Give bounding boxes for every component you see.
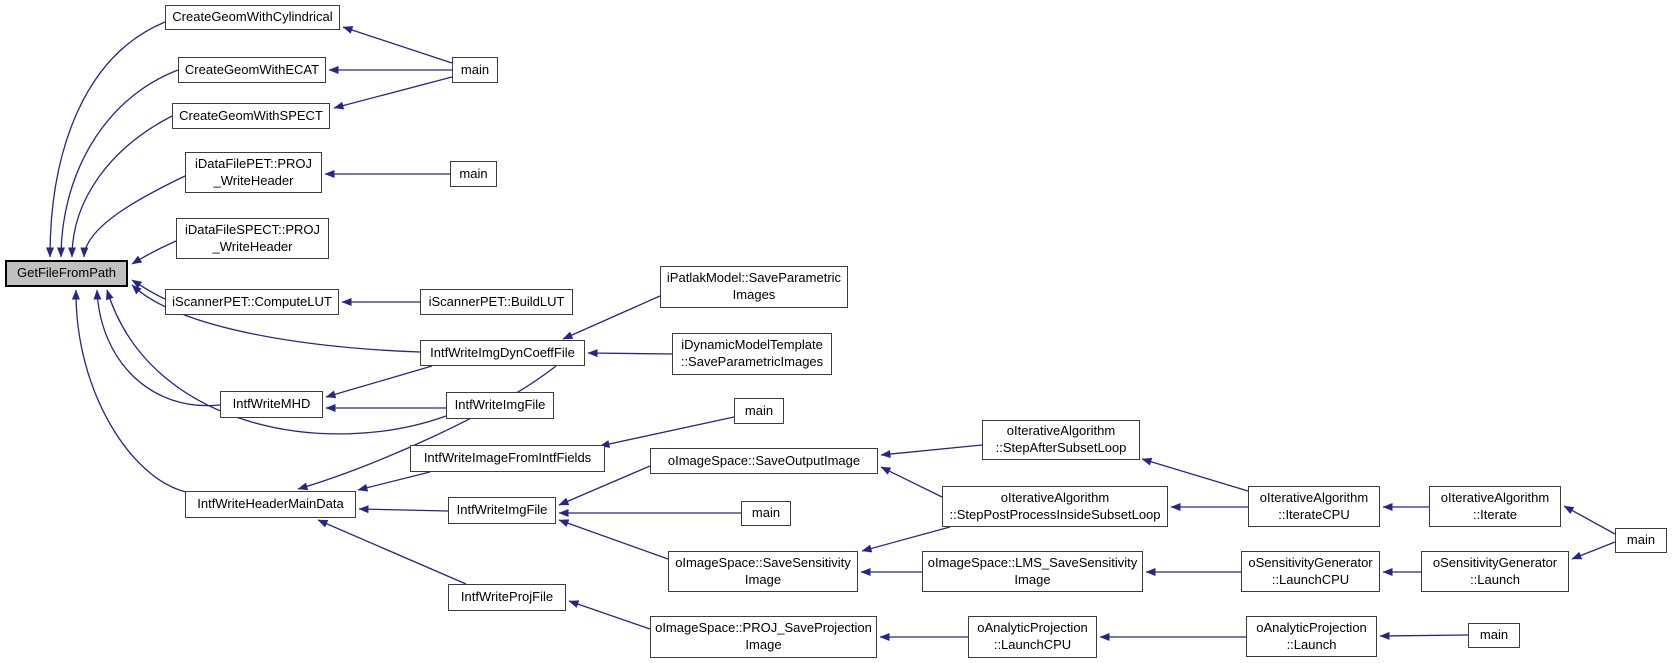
edge-dyncoeff-to-mhd — [325, 365, 433, 399]
edge-steppost-to-savesens — [861, 526, 951, 553]
edge-main5-to-senslaunch — [1571, 541, 1616, 560]
edge-imgfileU-to-gfp — [105, 289, 447, 435]
graph-node-senslaunch[interactable]: oSensitivityGenerator ::Launch — [1421, 551, 1569, 592]
graph-node-aplaunchcpu[interactable]: oAnalyticProjection ::LaunchCPU — [968, 616, 1097, 658]
edge-main5-to-iterate — [1563, 505, 1616, 535]
graph-node-projsave[interactable]: oImageSpace::PROJ_SaveProjection Image — [650, 616, 877, 658]
edge-projfile-to-hmd — [317, 519, 467, 585]
edge-petwh-to-gfp — [80, 175, 186, 258]
edge-ecat-to-gfp — [57, 69, 179, 258]
edge-stepafter-to-saveout — [880, 444, 983, 459]
graph-node-projfile[interactable]: IntfWriteProjFile — [448, 584, 566, 611]
graph-node-mhd[interactable]: IntfWriteMHD — [220, 391, 323, 418]
graph-node-hmd[interactable]: IntfWriteHeaderMainData — [185, 491, 356, 518]
graph-node-iteratecpu[interactable]: oIterativeAlgorithm ::IterateCPU — [1248, 486, 1380, 527]
graph-node-main4[interactable]: main — [741, 501, 791, 526]
edge-idynamic-to-dyncoeff — [587, 349, 673, 358]
edge-projsave-to-projfile — [568, 600, 651, 630]
graph-node-iterate[interactable]: oIterativeAlgorithm ::Iterate — [1429, 486, 1561, 527]
graph-node-main2[interactable]: main — [450, 161, 497, 187]
graph-node-senslaunchcpu[interactable]: oSensitivityGenerator ::LaunchCPU — [1241, 551, 1380, 592]
graph-node-computelut[interactable]: iScannerPET::ComputeLUT — [165, 289, 339, 315]
edge-main3-to-iwfif — [599, 416, 735, 448]
edge-dyncoeff-to-hmd — [297, 365, 557, 491]
graph-node-spect[interactable]: CreateGeomWithSPECT — [172, 103, 330, 129]
graph-node-imgfileU[interactable]: IntfWriteImgFile — [446, 392, 554, 419]
edge-iwfif-to-hmd — [357, 471, 431, 492]
graph-node-steppost[interactable]: oIterativeAlgorithm ::StepPostProcessIns… — [942, 486, 1168, 527]
edge-spect-to-gfp — [68, 115, 173, 258]
edge-steppost-to-saveout — [880, 466, 943, 498]
graph-node-cyl[interactable]: CreateGeomWithCylindrical — [165, 5, 340, 30]
edge-hmd-to-gfp — [71, 289, 187, 493]
edge-dyncoeff-to-gfp — [131, 284, 421, 353]
edge-iteratecpu-to-stepafter — [1141, 457, 1249, 492]
graph-node-petwh[interactable]: iDataFilePET::PROJ _WriteHeader — [185, 152, 322, 193]
graph-node-dyncoeff[interactable]: IntfWriteImgDynCoeffFile — [420, 340, 585, 366]
edge-mhd-to-gfp — [93, 289, 221, 407]
graph-node-savesens[interactable]: oImageSpace::SaveSensitivity Image — [668, 551, 858, 592]
graph-node-main1[interactable]: main — [452, 57, 498, 83]
graph-node-iwfif[interactable]: IntfWriteImageFromIntfFields — [410, 445, 605, 472]
edge-spectwh-to-gfp — [131, 240, 177, 265]
edge-cyl-to-gfp — [46, 21, 166, 258]
edge-main6-to-aplaunch — [1379, 631, 1469, 640]
graph-node-imgfileL[interactable]: IntfWriteImgFile — [448, 497, 556, 524]
graph-node-buildlut[interactable]: iScannerPET::BuildLUT — [420, 289, 573, 315]
edge-saveout-to-imgfileL — [558, 465, 651, 506]
edge-savesens-to-imgfileL — [558, 519, 669, 560]
graph-node-main6[interactable]: main — [1468, 623, 1520, 648]
graph-node-main3[interactable]: main — [734, 398, 784, 424]
edge-main1-to-spect — [333, 76, 453, 110]
graph-node-ipatlak[interactable]: iPatlakModel::SaveParametric Images — [660, 266, 848, 308]
edge-main1-to-cyl — [342, 26, 453, 64]
graph-node-idynamic[interactable]: iDynamicModelTemplate ::SaveParametricIm… — [672, 333, 832, 375]
graph-node-stepafter[interactable]: oIterativeAlgorithm ::StepAfterSubsetLoo… — [982, 420, 1140, 460]
graph-node-saveout[interactable]: oImageSpace::SaveOutputImage — [650, 448, 878, 474]
graph-node-spectwh[interactable]: iDataFileSPECT::PROJ _WriteHeader — [176, 218, 329, 259]
edge-ipatlak-to-dyncoeff — [562, 295, 661, 340]
graph-node-aplaunch[interactable]: oAnalyticProjection ::Launch — [1246, 616, 1377, 657]
graph-node-gfp[interactable]: GetFileFromPath — [5, 260, 128, 287]
graph-node-lms[interactable]: oImageSpace::LMS_SaveSensitivity Image — [922, 551, 1143, 592]
graph-node-ecat[interactable]: CreateGeomWithECAT — [178, 57, 326, 83]
graph-node-main5[interactable]: main — [1615, 528, 1667, 553]
edge-imgfileL-to-hmd — [358, 505, 449, 514]
edge-computelut-to-gfp — [131, 279, 166, 300]
